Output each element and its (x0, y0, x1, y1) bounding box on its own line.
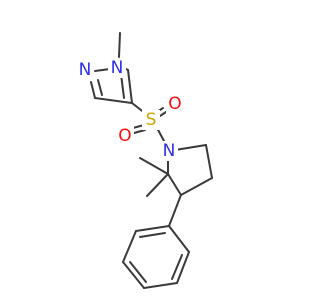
bond-ph-4 (122, 261, 145, 289)
atom-n-ring: N (79, 60, 92, 80)
atom-labels: N N S O O N (76, 58, 184, 161)
bond-c4-cq (167, 173, 182, 196)
bond-c3-c4 (180, 177, 213, 196)
bond-c4-phenyl (168, 194, 182, 227)
bond-n2-c3-double (97, 79, 103, 96)
bond-cq-methyl-a (139, 157, 169, 175)
bond-ph-2 (176, 251, 190, 284)
bond-cq-methyl-b (146, 173, 169, 197)
bond-n2-c3 (90, 81, 96, 99)
bond-c3-c4 (94, 97, 133, 104)
atom-n-pyrrolidine: N (163, 141, 176, 161)
bond-ph-arom-a (171, 254, 183, 280)
bond-ph-6 (135, 225, 170, 232)
molecule-structure: N N S O O N (76, 32, 213, 289)
bond-c2-c3 (205, 144, 213, 179)
bond-n1-n2 (94, 68, 111, 72)
bond-ph-5 (122, 230, 137, 263)
bond-n-c2 (174, 144, 207, 151)
bond-c4-c5 (127, 69, 133, 104)
bond-ph-arom-b (129, 261, 147, 283)
atom-n-methyl: N (111, 58, 124, 78)
bond-ph-1 (168, 225, 190, 253)
bond-methyl-n1 (118, 32, 121, 58)
bond-s-o-right-2 (159, 111, 167, 117)
atom-oxygen-right: O (168, 94, 181, 114)
atom-sulfur: S (146, 110, 157, 130)
bond-ph-3 (143, 282, 178, 289)
bond-ph-arom-c (139, 232, 166, 238)
atom-oxygen-left: O (118, 126, 131, 146)
bond-s-o-left-2 (133, 129, 146, 134)
